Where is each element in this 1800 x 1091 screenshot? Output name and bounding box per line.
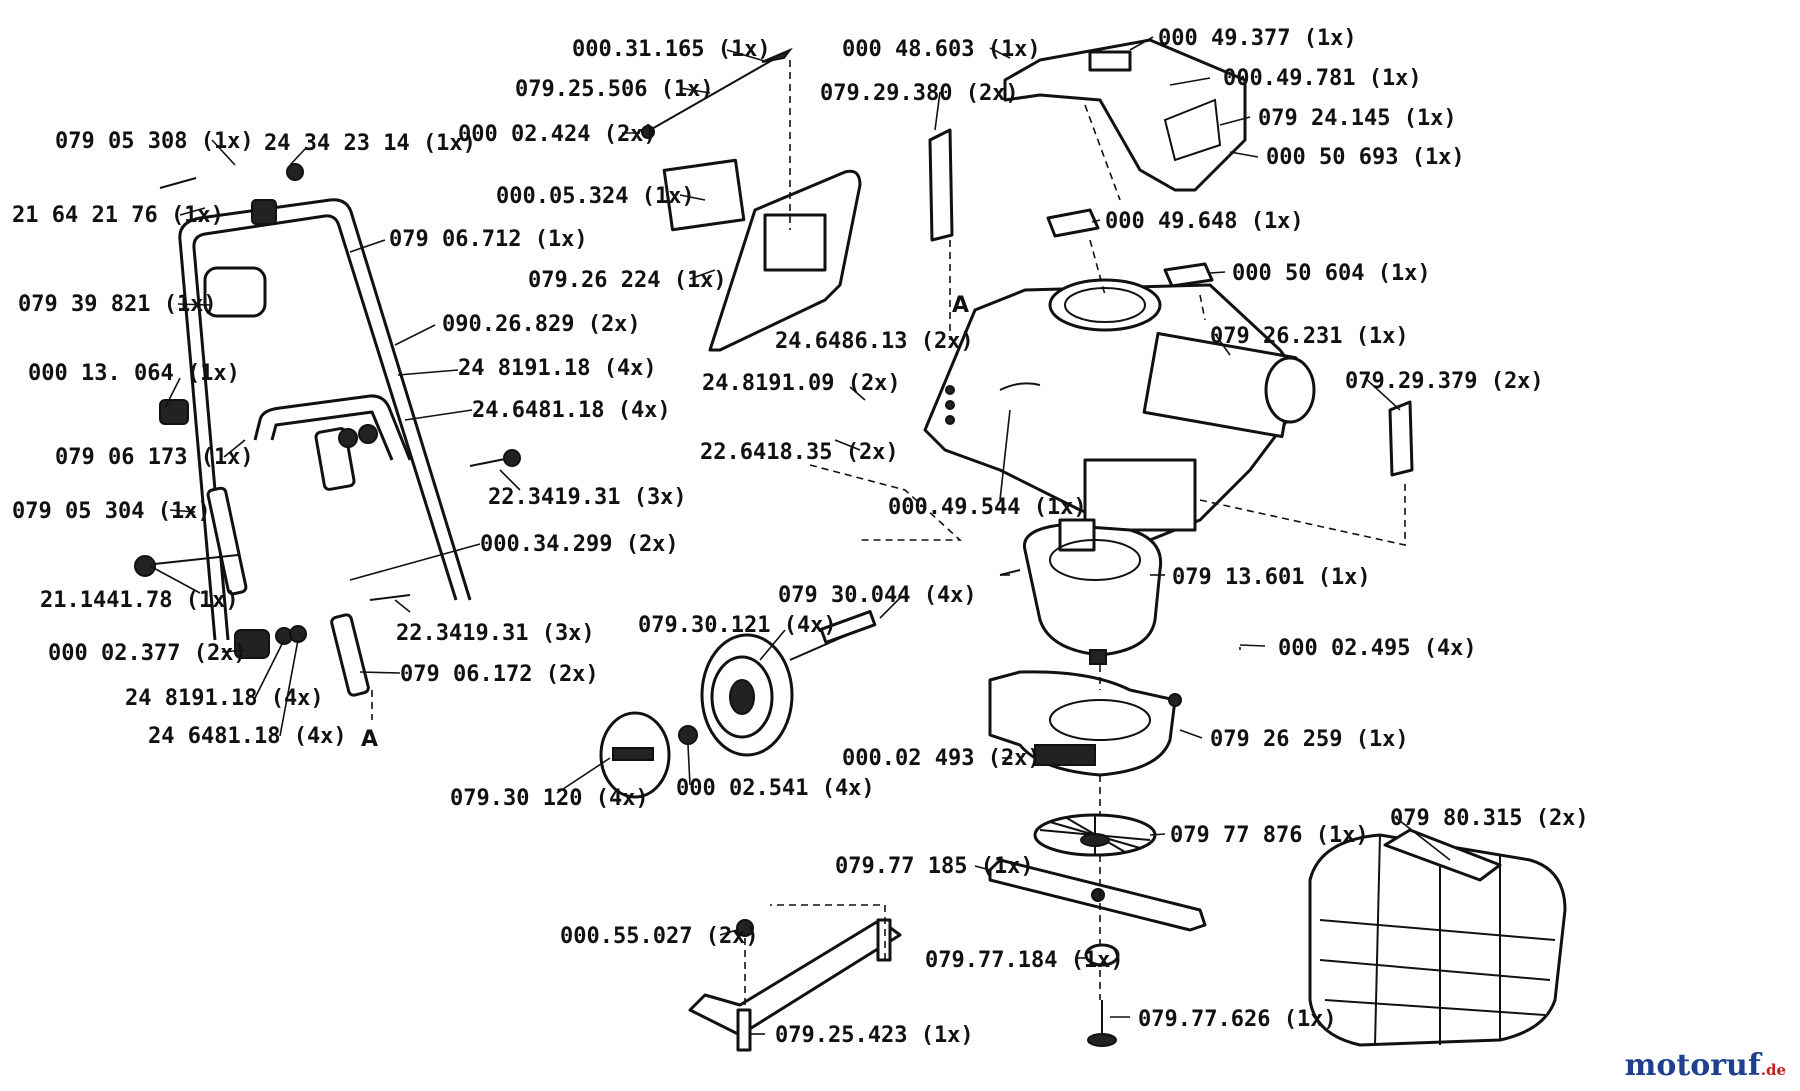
label-22-6418-35: 22.6418.35 (2x) [700,440,899,465]
assembly-lines [371,60,1406,1005]
label-079-25-423: 079.25.423 (1x) [775,1023,974,1048]
reference-marker-a-bottom: A [361,727,378,752]
label-079-77-876: 079 77 876 (1x) [1170,823,1369,848]
blade-drawing [988,858,1207,932]
label-000-31-165: 000.31.165 (1x) [572,37,771,62]
label-21-1441-78: 21.1441.78 (1x) [40,588,239,613]
label-000-02-495: 000 02.495 (4x) [1278,636,1477,661]
motor-drawing [999,518,1163,665]
label-000-55-027: 000.55.027 (2x) [560,924,759,949]
label-000-02-541: 000 02.541 (4x) [676,776,875,801]
label-000-13-064: 000 13. 064 (1x) [28,361,240,386]
label-079-30-120: 079.30 120 (4x) [450,786,649,811]
label-079-05-304: 079 05 304 (1x) [12,499,211,524]
label-079-06-172: 079 06.172 (2x) [400,662,599,687]
label-079-26-259: 079 26 259 (1x) [1210,727,1409,752]
label-24-6481-18-b: 24 6481.18 (4x) [148,724,347,749]
label-000-34-299: 000.34.299 (2x) [480,532,679,557]
watermark-logo: motoruf.de [1625,1048,1786,1083]
label-079-80-315: 079 80.315 (2x) [1390,806,1589,831]
label-000-49-781: 000.49.781 (1x) [1223,66,1422,91]
label-079-26-231: 079 26.231 (1x) [1210,324,1409,349]
label-079-29-379: 079.29.379 (2x) [1345,369,1544,394]
part-labels: 000.31.165 (1x) 079.25.506 (1x) 000 02.4… [12,26,1589,1048]
label-079-13-601: 079 13.601 (1x) [1172,565,1371,590]
wheel-drawing [599,610,877,799]
label-000-05-324: 000.05.324 (1x) [496,184,695,209]
label-24-6481-18-a: 24.6481.18 (4x) [472,398,671,423]
label-079-77-184: 079.77.184 (1x) [925,948,1124,973]
fan-housing-drawing [988,670,1182,777]
label-21-64-21-76: 21 64 21 76 (1x) [12,203,224,228]
label-079-77-626: 079.77.626 (1x) [1138,1007,1337,1032]
label-090-26-829: 090.26.829 (2x) [442,312,641,337]
grass-box-drawing [1308,828,1567,1047]
label-24-34-23-14: 24 34 23 14 (1x) [264,131,476,156]
label-24-6486-13: 24.6486.13 (2x) [775,329,974,354]
watermark-name: motoruf [1624,1048,1761,1083]
label-24-8191-09: 24.8191.09 (2x) [702,371,901,396]
label-000-50-693: 000 50 693 (1x) [1266,145,1465,170]
rear-clips-drawing [928,128,1414,477]
label-079-30-121: 079.30.121 (4x) [638,613,837,638]
label-000-02-493: 000.02 493 (2x) [842,746,1041,771]
label-000-49-377: 000 49.377 (1x) [1158,26,1357,51]
deck-housing-drawing [923,278,1316,542]
label-000-49-648: 000 49.648 (1x) [1105,209,1304,234]
label-079-05-308: 079 05 308 (1x) [55,129,254,154]
label-079-26-224: 079.26 224 (1x) [528,268,727,293]
label-079-24-145: 079 24.145 (1x) [1258,106,1457,131]
hood-drawing [1003,38,1247,288]
blade-bolt-drawing [1084,943,1120,1047]
label-079-06-173: 079 06 173 (1x) [55,445,254,470]
label-000-50-604: 000 50 604 (1x) [1232,261,1431,286]
label-000-48-603: 000 48.603 (1x) [842,37,1041,62]
label-079-39-821: 079 39 821 (1x) [18,292,217,317]
label-000-02-424: 000 02.424 (2x) [458,122,657,147]
reference-marker-a-top: A [952,293,969,318]
label-000-02-377: 000 02.377 (2x) [48,641,247,666]
label-22-3419-31-b: 22.3419.31 (3x) [396,621,595,646]
label-24-8191-18-a: 24 8191.18 (4x) [458,356,657,381]
label-079-25-506: 079.25.506 (1x) [515,77,714,102]
label-000-49-544: 000.49.544 (1x) [888,495,1087,520]
leader-lines [149,36,1451,1035]
label-24-8191-18-b: 24 8191.18 (4x) [125,686,324,711]
watermark-tld: .de [1760,1061,1786,1079]
label-079-30-044: 079 30.044 (4x) [778,583,977,608]
label-079-77-185: 079.77 185 (1x) [835,854,1034,879]
label-079-29-380: 079.29.380 (2x) [820,81,1019,106]
label-22-3419-31-a: 22.3419.31 (3x) [488,485,687,510]
label-079-06-712: 079 06.712 (1x) [389,227,588,252]
handle-assembly-drawing [134,163,521,697]
fan-drawing [1033,813,1157,857]
bracket-drawing [688,918,902,1052]
rear-flap-drawing [641,47,862,352]
